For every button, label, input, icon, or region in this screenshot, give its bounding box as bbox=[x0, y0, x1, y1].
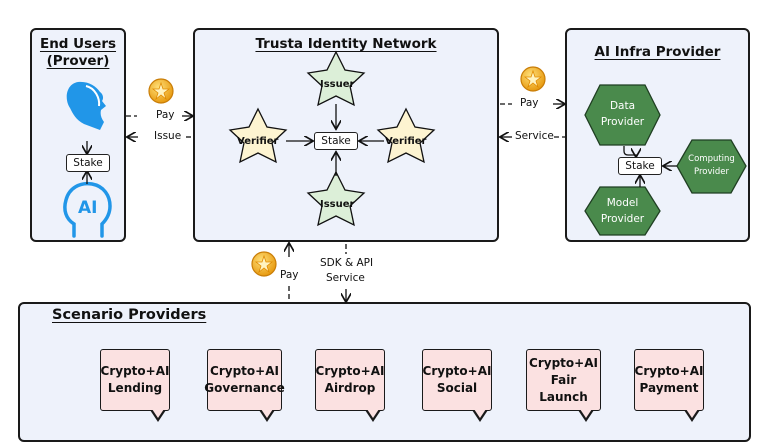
sdk-service-label-line2: Service bbox=[326, 272, 365, 284]
scenario-lending: Crypto+AI Lending bbox=[100, 349, 170, 411]
scenario-fair-launch-tail bbox=[578, 409, 594, 422]
scenario-governance: Crypto+AI Governance bbox=[204, 349, 285, 411]
verifier-star-right bbox=[376, 107, 436, 164]
computing-provider-label: Computing Provider bbox=[688, 154, 735, 177]
issuer-star-top bbox=[306, 50, 366, 107]
model-provider-hexagon bbox=[584, 186, 661, 236]
scenario-payment-tail bbox=[684, 409, 700, 422]
scenario-pay-label: Pay bbox=[280, 269, 299, 281]
scenario-airdrop: Crypto+AI Airdrop bbox=[315, 349, 385, 411]
network-stake: Stake bbox=[314, 132, 358, 150]
data-provider-label: Data Provider bbox=[600, 100, 645, 128]
scenario-governance-tail bbox=[259, 409, 275, 422]
scenario-social-tail bbox=[472, 409, 488, 422]
person-head-icon bbox=[66, 81, 106, 130]
verifier-right-label: Verifier bbox=[385, 136, 427, 147]
scenario-providers-title: Scenario Providers bbox=[52, 307, 207, 323]
end-users-stake: Stake bbox=[66, 154, 110, 172]
scenario-fair-launch: Crypto+AI Fair Launch bbox=[526, 349, 601, 411]
ai-infra-title: AI Infra Provider bbox=[594, 44, 721, 60]
verifier-left-label: Verifier bbox=[237, 136, 279, 147]
coin-icon bbox=[251, 251, 277, 277]
user-pay-label: Pay bbox=[156, 109, 175, 121]
coin-icon bbox=[148, 78, 174, 104]
coin-icon bbox=[520, 66, 546, 92]
data-provider-hexagon bbox=[584, 84, 661, 146]
scenario-lending-tail bbox=[150, 409, 166, 422]
verifier-star-left bbox=[228, 107, 288, 164]
end-users-panel bbox=[30, 28, 126, 242]
end-users-subtitle: (Prover) bbox=[46, 53, 110, 69]
scenario-payment: Crypto+AI Payment bbox=[634, 349, 704, 411]
model-provider-label: Model Provider bbox=[600, 197, 645, 225]
user-issue-label: Issue bbox=[154, 130, 182, 142]
ai-head-icon bbox=[63, 181, 112, 238]
identity-network-title: Trusta Identity Network bbox=[255, 36, 437, 52]
scenario-social: Crypto+AI Social bbox=[422, 349, 492, 411]
infra-stake: Stake bbox=[618, 157, 662, 175]
issuer-top-label: Issuer bbox=[320, 79, 355, 90]
issuer-star-bottom bbox=[306, 170, 366, 227]
issuer-bottom-label: Issuer bbox=[320, 199, 355, 210]
infra-service-label: Service bbox=[515, 130, 554, 142]
ai-label: AI bbox=[78, 198, 98, 218]
end-users-title: End Users bbox=[39, 36, 117, 52]
scenario-airdrop-tail bbox=[365, 409, 381, 422]
sdk-service-label-line1: SDK & API bbox=[320, 257, 374, 269]
infra-pay-label: Pay bbox=[520, 97, 539, 109]
